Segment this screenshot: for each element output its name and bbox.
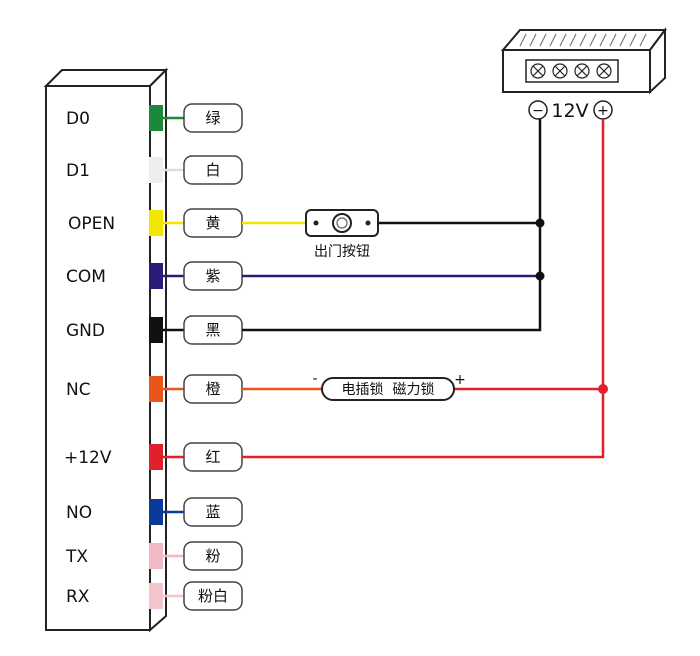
exit-button-label: 出门按钮: [314, 244, 370, 260]
terminal-label: OPEN: [68, 214, 115, 234]
wire-color-swatch: [149, 105, 163, 131]
wire-color-swatch: [149, 317, 163, 343]
junction-dot: [535, 218, 545, 228]
wires: [242, 119, 605, 459]
terminal-row: +12V 红: [64, 442, 243, 472]
wire-label: 橙: [205, 380, 220, 398]
wire-color-swatch: [149, 157, 163, 183]
terminal-label: NO: [66, 503, 92, 523]
wire-label-box: [183, 541, 243, 571]
terminal-label: +12V: [64, 448, 112, 468]
terminal-label: TX: [65, 547, 88, 567]
lock-device: 电插锁 磁力锁 - +: [312, 371, 466, 401]
junction-dot: [535, 271, 545, 281]
terminal-row: RX 粉白: [66, 581, 243, 611]
wire-color-swatch: [149, 444, 163, 470]
lock-minus-sign: -: [312, 371, 317, 387]
power-supply: − 12V +: [500, 27, 667, 122]
controller-box: [43, 67, 169, 633]
wire-color-swatch: [149, 499, 163, 525]
terminal-row: NC 橙: [66, 374, 243, 404]
terminal-label: D1: [66, 161, 90, 181]
terminal-label: D0: [66, 109, 90, 129]
terminal-row: GND 黑: [66, 315, 243, 345]
wire-label: 黑: [205, 321, 220, 339]
terminal-row: TX 粉: [65, 541, 243, 571]
terminal-label: NC: [66, 380, 91, 400]
psu-voltage-label: 12V: [551, 100, 588, 122]
exit-button-device: 出门按钮: [305, 209, 379, 260]
gnd-wire: [242, 119, 542, 332]
psu-terminal-screws: [530, 63, 612, 79]
wire-label: 白: [205, 161, 220, 179]
wire-label: 绿: [205, 109, 220, 127]
wire-label-box: [183, 103, 243, 133]
wire-label: 蓝: [205, 503, 220, 521]
wire-label: 紫: [205, 267, 220, 285]
wire-label: 粉: [205, 547, 220, 565]
terminal-label: GND: [66, 321, 105, 341]
wire-label: 红: [205, 448, 220, 466]
terminal-row: D0 绿: [66, 103, 243, 133]
wire-color-swatch: [149, 210, 163, 236]
psu-minus-sign: −: [532, 103, 544, 119]
terminal-label: RX: [66, 587, 90, 607]
lock-label: 电插锁 磁力锁: [342, 382, 435, 398]
terminal-label: COM: [66, 267, 106, 287]
lock-plus-sign: +: [454, 372, 466, 388]
wire-color-swatch: [149, 543, 163, 569]
wire-label-box: [183, 155, 243, 185]
junction-dot: [598, 384, 608, 394]
terminal-row: OPEN 黄: [68, 208, 243, 238]
wire-label: 粉白: [198, 587, 228, 605]
psu-plus-sign: +: [597, 103, 609, 119]
wire-color-swatch: [149, 583, 163, 609]
psu-minus-terminal: [528, 100, 548, 120]
power-positive-wire: [242, 119, 605, 459]
wire-label-box: [183, 497, 243, 527]
terminal-row: COM 紫: [66, 261, 243, 291]
terminal-row: D1 白: [66, 155, 243, 185]
terminal-list: D0 绿 D1 白 OPEN 黄 COM 紫 GND 黑 NC 橙 +12V 红 NO 蓝 TX 粉 RX 粉白: [64, 103, 243, 611]
wire-color-swatch: [149, 376, 163, 402]
wire-color-swatch: [149, 263, 163, 289]
wire-label: 黄: [205, 214, 220, 232]
wire-label-box: [183, 581, 243, 611]
terminal-row: NO 蓝: [66, 497, 243, 527]
